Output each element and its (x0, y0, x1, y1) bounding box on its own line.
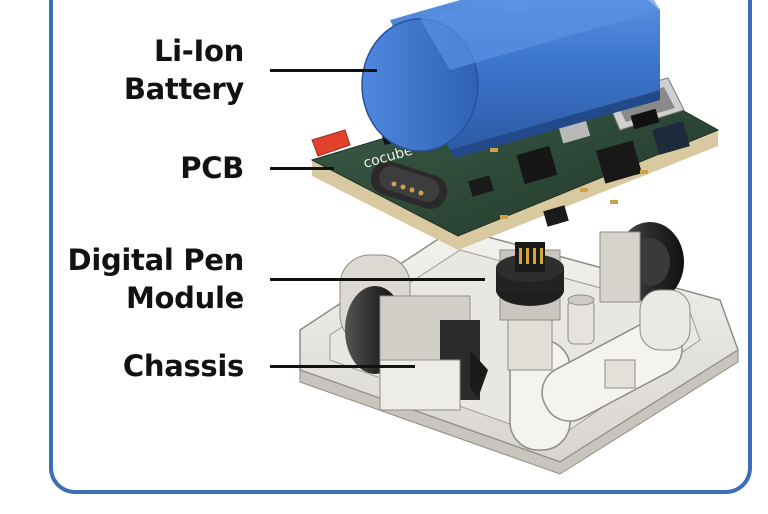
label-pcb: PCB (4, 149, 244, 187)
leader-line-chassis (270, 365, 415, 368)
label-digital-pen-module: Digital Pen Module (4, 241, 244, 317)
label-li-ion-battery-line2: Battery (4, 70, 244, 108)
label-digital-pen-module-line2: Module (4, 279, 244, 317)
label-digital-pen-module-line1: Digital Pen (4, 241, 244, 279)
label-li-ion-battery-line1: Li-Ion (4, 32, 244, 70)
leader-line-pen-module (270, 278, 485, 281)
label-chassis-text: Chassis (4, 347, 244, 385)
label-li-ion-battery: Li-Ion Battery (4, 32, 244, 108)
label-chassis: Chassis (4, 347, 244, 385)
label-pcb-text: PCB (4, 149, 244, 187)
leader-line-battery (270, 69, 377, 72)
leader-line-pcb (270, 167, 334, 170)
